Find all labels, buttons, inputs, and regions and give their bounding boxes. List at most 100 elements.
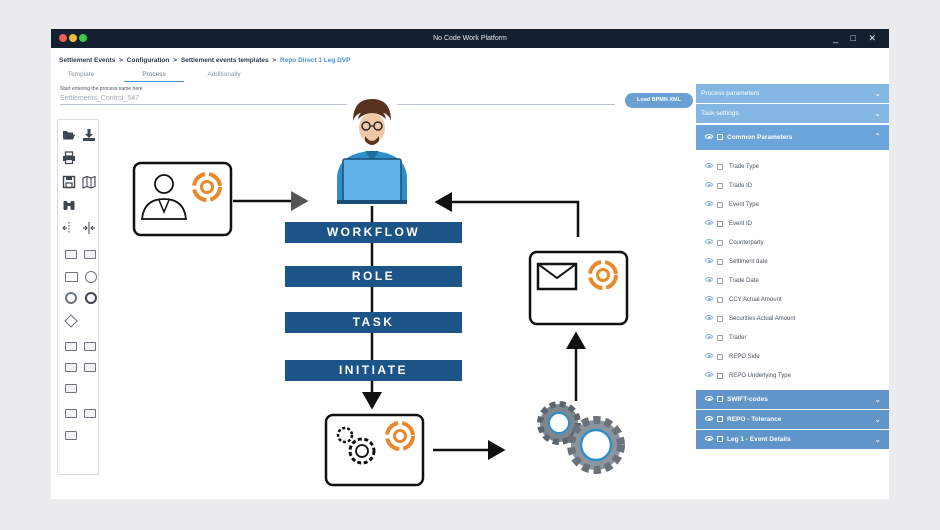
save-icon[interactable] bbox=[62, 175, 76, 189]
param-row[interactable]: Event Type bbox=[696, 196, 889, 215]
param-row[interactable]: Settlment date bbox=[696, 253, 889, 272]
receive-task-icon[interactable] bbox=[65, 409, 77, 418]
param-row[interactable]: CCY Actual Amount bbox=[696, 291, 889, 310]
process-parameters-header[interactable]: Process parameters ⌄ bbox=[696, 84, 889, 103]
manual-task-icon[interactable] bbox=[84, 342, 96, 351]
param-label: Securities Actual Amount bbox=[729, 316, 796, 322]
user-task-icon[interactable] bbox=[65, 342, 77, 351]
checkbox[interactable] bbox=[717, 134, 723, 140]
script-task-icon[interactable] bbox=[84, 363, 96, 372]
section-title: Process parameters bbox=[701, 90, 760, 97]
checkbox[interactable] bbox=[717, 259, 723, 265]
checkbox[interactable] bbox=[717, 373, 723, 379]
param-row[interactable]: Trader bbox=[696, 329, 889, 348]
task-settings-header[interactable]: Task settings ⌄ bbox=[696, 104, 889, 123]
gateway-icon[interactable] bbox=[64, 314, 78, 328]
param-row[interactable]: REPO Side bbox=[696, 348, 889, 367]
properties-panel: Process parameters ⌄ Task settings ⌄ Com… bbox=[696, 82, 889, 452]
eye-icon[interactable] bbox=[705, 220, 713, 225]
start-event-icon[interactable] bbox=[85, 271, 97, 283]
eye-icon[interactable] bbox=[705, 334, 713, 339]
maximize-dot[interactable] bbox=[79, 34, 87, 42]
checkbox[interactable] bbox=[717, 436, 723, 442]
eye-icon[interactable] bbox=[705, 239, 713, 244]
eye-icon[interactable] bbox=[705, 372, 713, 377]
checkbox[interactable] bbox=[717, 316, 723, 322]
tab-template[interactable]: Template bbox=[67, 71, 95, 78]
role-card[interactable] bbox=[132, 161, 233, 237]
breadcrumb-item[interactable]: Settlement Events bbox=[59, 57, 116, 64]
eye-icon[interactable] bbox=[705, 258, 713, 263]
checkbox[interactable] bbox=[717, 297, 723, 303]
space-tool-icon[interactable] bbox=[62, 221, 76, 235]
checkbox[interactable] bbox=[717, 396, 723, 402]
business-rule-task-icon[interactable] bbox=[84, 409, 96, 418]
eye-icon[interactable] bbox=[705, 201, 713, 206]
eye-icon[interactable] bbox=[705, 277, 713, 282]
checkbox[interactable] bbox=[717, 164, 723, 170]
common-parameters-header[interactable]: Common Parameters ⌃ bbox=[696, 125, 889, 150]
automation-card[interactable] bbox=[324, 413, 425, 487]
diagram-canvas bbox=[132, 93, 629, 487]
binoculars-icon[interactable] bbox=[62, 198, 76, 212]
leg1-event-details-header[interactable]: Leg 1 - Event Details ⌄ bbox=[696, 430, 889, 449]
window-controls[interactable]: _ □ ✕ bbox=[833, 33, 881, 43]
checkbox[interactable] bbox=[717, 240, 723, 246]
section-title: Leg 1 - Event Details bbox=[727, 436, 791, 443]
checkbox[interactable] bbox=[717, 221, 723, 227]
eye-icon[interactable] bbox=[705, 163, 713, 168]
breadcrumb-item[interactable]: Settlement events templates bbox=[180, 57, 269, 64]
call-activity-icon[interactable] bbox=[65, 431, 77, 440]
eye-icon[interactable] bbox=[705, 416, 713, 421]
subprocess-shape-icon[interactable] bbox=[84, 250, 96, 259]
split-tool-icon[interactable] bbox=[82, 221, 96, 235]
checkbox[interactable] bbox=[717, 335, 723, 341]
eye-icon[interactable] bbox=[705, 296, 713, 301]
checkbox[interactable] bbox=[717, 278, 723, 284]
folder-open-icon[interactable] bbox=[62, 128, 76, 142]
gears-icon bbox=[537, 401, 625, 474]
process-name-input[interactable] bbox=[60, 93, 615, 105]
checkbox[interactable] bbox=[717, 416, 723, 422]
eye-icon[interactable] bbox=[705, 182, 713, 187]
breadcrumb: Settlement Events > Configuration > Sett… bbox=[59, 57, 352, 64]
checkbox[interactable] bbox=[717, 202, 723, 208]
download-icon[interactable] bbox=[82, 128, 96, 142]
param-label: Trade ID bbox=[729, 183, 753, 189]
eye-icon[interactable] bbox=[705, 315, 713, 320]
intermediate-event-icon[interactable] bbox=[65, 292, 77, 304]
close-dot[interactable] bbox=[59, 34, 67, 42]
swift-codes-header[interactable]: SWIFT-codes ⌄ bbox=[696, 390, 889, 409]
tab-additionally[interactable]: Additionally bbox=[207, 71, 241, 78]
minimize-dot[interactable] bbox=[69, 34, 77, 42]
end-event-icon[interactable] bbox=[85, 292, 97, 304]
print-icon[interactable] bbox=[62, 151, 76, 165]
param-label: REPO Underlying Type bbox=[729, 373, 791, 379]
load-bpmn-button[interactable]: Load BPMN XML bbox=[625, 93, 693, 108]
eye-icon[interactable] bbox=[705, 134, 713, 139]
service-task-icon[interactable] bbox=[65, 363, 77, 372]
task-shape-icon[interactable] bbox=[65, 250, 77, 259]
checkbox[interactable] bbox=[717, 354, 723, 360]
param-row[interactable]: Trade Date bbox=[696, 272, 889, 291]
param-row[interactable]: Trade Type bbox=[696, 158, 889, 177]
eye-icon[interactable] bbox=[705, 436, 713, 441]
param-row[interactable]: REPO Underlying Type bbox=[696, 367, 889, 386]
repo-tolerance-header[interactable]: REPO - Tolerance ⌄ bbox=[696, 410, 889, 429]
tab-process[interactable]: Process bbox=[124, 71, 184, 82]
title-bar: No Code Work Platform _ □ ✕ bbox=[51, 29, 889, 48]
param-row[interactable]: Counterparty bbox=[696, 234, 889, 253]
send-task-icon[interactable] bbox=[65, 384, 77, 393]
pool-shape-icon[interactable] bbox=[65, 272, 78, 282]
eye-icon[interactable] bbox=[705, 396, 713, 401]
chevron-down-icon: ⌄ bbox=[874, 395, 881, 404]
notification-card[interactable] bbox=[528, 250, 629, 326]
param-row[interactable]: Securities Actual Amount bbox=[696, 310, 889, 329]
param-row[interactable]: Event ID bbox=[696, 215, 889, 234]
chevron-down-icon: ⌄ bbox=[874, 89, 881, 98]
map-icon[interactable] bbox=[82, 175, 96, 189]
checkbox[interactable] bbox=[717, 183, 723, 189]
breadcrumb-item[interactable]: Configuration bbox=[126, 57, 170, 64]
eye-icon[interactable] bbox=[705, 353, 713, 358]
param-row[interactable]: Trade ID bbox=[696, 177, 889, 196]
